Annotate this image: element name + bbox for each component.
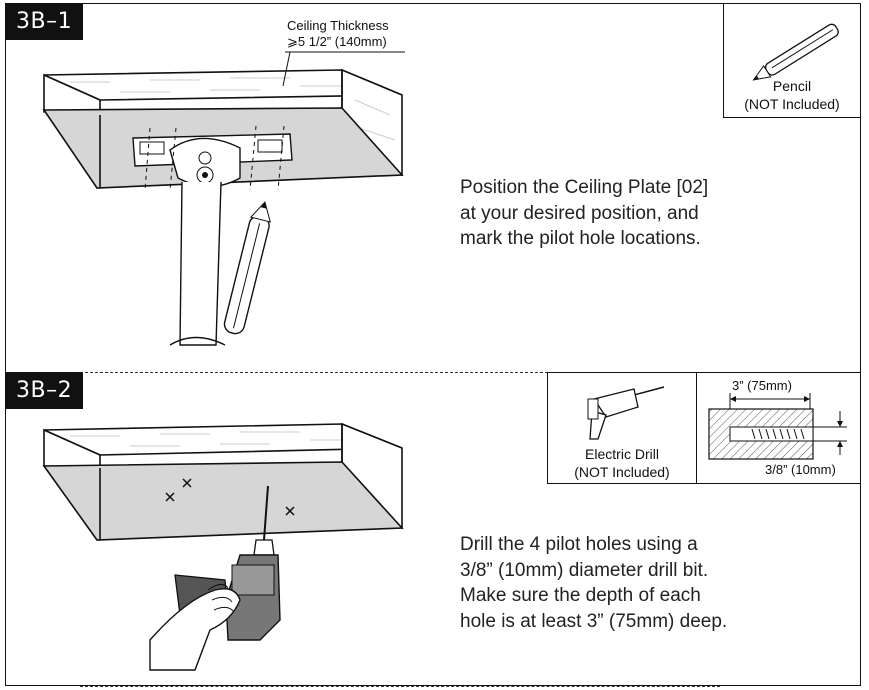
ceiling-thickness-label: Ceiling Thickness ⩾5 1/2” (140mm)	[287, 18, 427, 50]
section-divider	[80, 686, 720, 687]
hole-depth-diagram-box: 3” (75mm) 3/8” (10mm)	[696, 372, 861, 484]
step1-instructions: Position the Ceiling Plate [02] at your …	[460, 175, 708, 252]
electric-drill-icon	[587, 386, 665, 440]
page-frame	[5, 3, 861, 686]
pencil-tool-box: Pencil (NOT Included)	[723, 3, 861, 118]
step-tag-3b2: 3B–2	[5, 372, 84, 409]
step1-instruction-line: Position the Ceiling Plate [02]	[460, 177, 709, 198]
ceiling-plate-illustration	[42, 51, 405, 346]
step1-instruction-line: mark the pilot hole locations.	[460, 228, 701, 249]
hole-depth-diagram	[708, 393, 847, 460]
pencil-tool-name: Pencil	[772, 78, 812, 94]
pencil-tool-note: (NOT Included)	[744, 96, 840, 112]
section-divider	[80, 372, 548, 373]
step1-instruction-line: at your desired position, and	[460, 202, 699, 224]
callout-line-2: ⩾5 1/2” (140mm)	[287, 34, 387, 49]
electric-drill-tool-box: Electric Drill (NOT Included)	[547, 372, 697, 484]
step2-instruction-line: hole is at least 3” (75mm) deep.	[460, 610, 728, 632]
step-tag-3b1: 3B–1	[5, 3, 84, 40]
drill-tool-name: Electric Drill	[585, 446, 659, 462]
pencil-icon	[752, 23, 839, 81]
drill-tool-note: (NOT Included)	[574, 464, 670, 480]
depth-label: 3” (75mm)	[732, 378, 792, 393]
diameter-label: 3/8” (10mm)	[765, 462, 836, 477]
step2-instructions: Drill the 4 pilot holes using a 3/8” (10…	[460, 532, 727, 634]
step2-instruction-line: Drill the 4 pilot holes using a	[460, 534, 698, 555]
step2-instruction-line: Make sure the depth of each	[460, 585, 701, 606]
pilot-hole-marks	[165, 478, 295, 516]
callout-line-1: Ceiling Thickness	[287, 18, 389, 33]
step2-instruction-line: 3/8” (10mm) diameter drill bit.	[460, 559, 709, 581]
